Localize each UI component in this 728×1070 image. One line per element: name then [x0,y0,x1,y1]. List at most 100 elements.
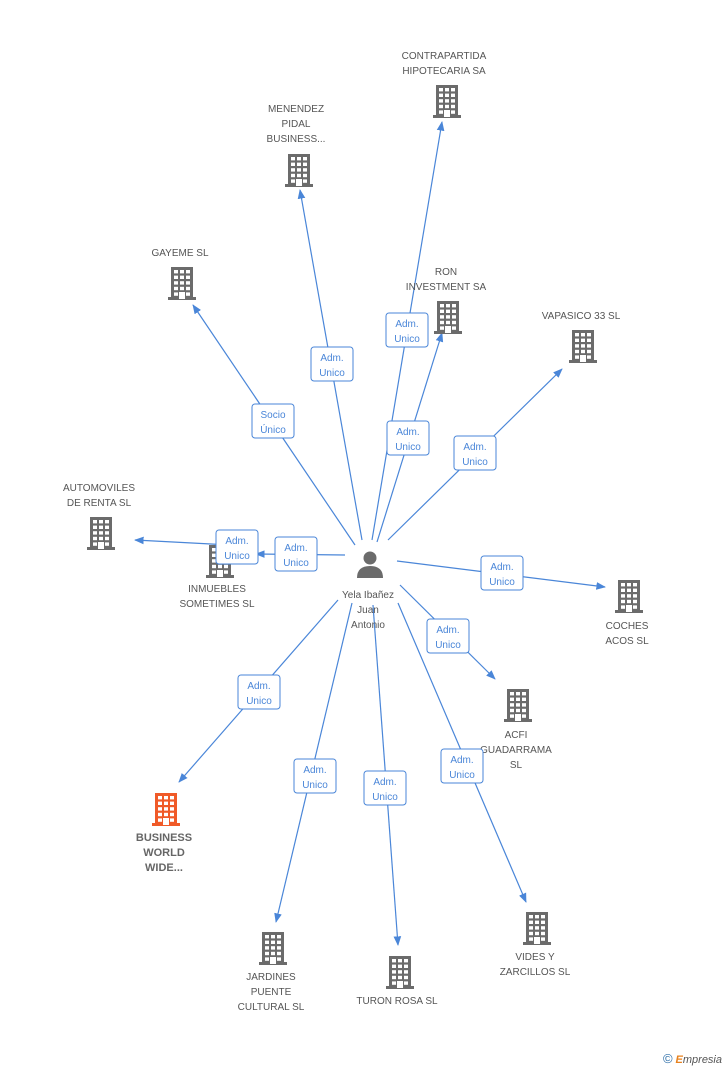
edge-label-contrapartida[interactable]: Adm. Unico [385,312,429,348]
node-label-line: VIDES Y [515,952,555,963]
brand-name: mpresia [682,1054,722,1066]
edge-label-box[interactable] [215,529,259,565]
edge-label-inmuebles[interactable]: Adm. Unico [274,536,318,572]
node-label-line: ACOS SL [605,636,649,647]
node-label-line: COCHES [606,621,649,632]
edge-label-text: Socio [260,410,285,421]
edge-label-text: Unico [372,792,398,803]
edge-label-text: Adm. [225,536,248,547]
node-label-line: MENENDEZ [268,104,324,115]
edge-label-text: Adm. [396,427,419,438]
node-label-line: WIDE... [145,862,183,874]
node-automoviles[interactable]: AUTOMOVILES DE RENTA SL [63,483,135,550]
edge-label-box[interactable] [363,770,407,806]
edge-label-menendez[interactable]: Adm. Unico [310,346,354,382]
edge-label-box[interactable] [274,536,318,572]
edge-label-text: Unico [395,442,421,453]
edge-label-box[interactable] [480,555,524,591]
edge-label-vapasico[interactable]: Adm.Unico [453,435,497,471]
person-label-line: Antonio [351,620,385,631]
node-label-line: INMUEBLES [188,584,246,595]
node-label-line: SOMETIMES SL [179,599,254,610]
person-icon [357,551,383,578]
edge-label-vides[interactable]: Adm.Unico [440,748,484,784]
edge-label-turon[interactable]: Adm.Unico [363,770,407,806]
edge-label-text: Adm. [247,681,270,692]
building-icon [615,580,643,613]
edge-label-text: Unico [224,551,250,562]
building-icon [504,689,532,722]
edge-label-text: Adm. [450,755,473,766]
edge-label-box[interactable] [293,758,337,794]
edge-label-box[interactable] [453,435,497,471]
edge-label-box[interactable] [440,748,484,784]
building-icon [168,267,196,300]
edge-label-ron[interactable]: Adm. Unico [386,420,430,456]
building-icon [523,912,551,945]
edge-label-box[interactable] [251,403,295,439]
person-label-line: Juan [357,605,379,616]
edge-automoviles [134,536,231,546]
edge-label-text: Unico [489,577,515,588]
edge-label-box[interactable] [386,420,430,456]
node-label-line: HIPOTECARIA SA [402,66,486,77]
node-label-line: SL [510,760,523,771]
edge-label-text: Adm. [395,319,418,330]
node-vapasico[interactable]: VAPASICO 33 SL [542,311,621,363]
edge-label-business[interactable]: Adm. Unico [237,674,281,710]
edge-label-box[interactable] [237,674,281,710]
building-icon [259,932,287,965]
node-label-line: AUTOMOVILES [63,483,135,494]
node-label-line: INVESTMENT SA [406,282,487,293]
edge-label-text: Adm. [436,625,459,636]
edge-label-text: Unico [283,558,309,569]
node-label-line: CULTURAL SL [238,1002,305,1013]
node-label-line: DE RENTA SL [67,498,132,509]
node-coches[interactable]: COCHES ACOS SL [605,580,649,647]
edge-label-text: Unico [394,334,420,345]
node-turon[interactable]: TURON ROSA SL [356,956,438,1007]
node-label-line: WORLD [143,847,185,859]
edge-label-box[interactable] [310,346,354,382]
node-label-line: ACFI [505,730,528,741]
building-icon [569,330,597,363]
node-label-line: BUSINESS [136,832,192,844]
node-business[interactable]: BUSINESS WORLD WIDE... [136,793,192,874]
edge-label-box[interactable] [385,312,429,348]
copyright-icon: © [662,1051,673,1066]
edge-label-text: Adm. [320,353,343,364]
edge-label-jardines[interactable]: Adm.Unico [293,758,337,794]
node-label-line: BUSINESS... [267,134,326,145]
node-label-line: GAYEME SL [151,248,208,259]
node-label-line: PIDAL [282,119,311,130]
node-menendez[interactable]: MENENDEZ PIDAL BUSINESS... [267,104,326,187]
nodes-layer: CONTRAPARTIDA HIPOTECARIA SA MENENDEZ PIDAL… [63,51,649,1013]
edge-label-coches[interactable]: Adm.Unico [480,555,524,591]
building-icon [285,154,313,187]
edge-label-text: Unico [319,368,345,379]
footer-brand: ©Empresia [663,1051,722,1066]
node-contrapartida[interactable]: CONTRAPARTIDA HIPOTECARIA SA [402,51,487,118]
edge-label-text: Unico [246,696,272,707]
node-label-line: JARDINES [246,972,296,983]
edges-layer [134,121,606,946]
brand-initial: E [675,1054,683,1066]
node-gayeme[interactable]: GAYEME SL [151,248,209,300]
node-label-line: CONTRAPARTIDA [402,51,487,62]
edge-label-text: Adm. [284,543,307,554]
edge-label-text: Adm. [463,442,486,453]
building-icon [433,85,461,118]
person-label-line: Yela Ibañez [342,590,394,601]
edge-label-acfi[interactable]: Adm.Unico [426,618,470,654]
building-icon [152,793,180,826]
edge-label-automoviles[interactable]: Adm. Unico [215,529,259,565]
edge-label-box[interactable] [426,618,470,654]
